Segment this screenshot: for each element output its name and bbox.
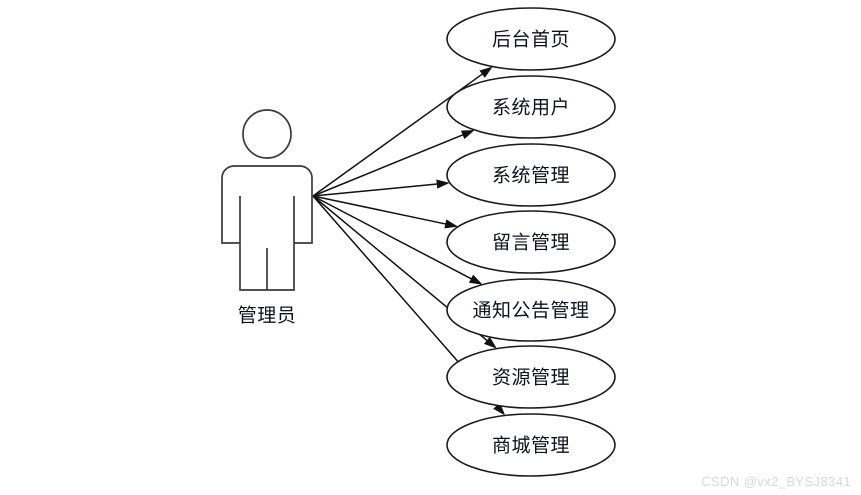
use-case-label: 商城管理 xyxy=(492,435,570,457)
use-case-ellipse xyxy=(446,210,616,274)
association-arrowhead-icon xyxy=(444,219,459,229)
association-arrowhead-icon xyxy=(483,336,497,349)
use-case-label: 留言管理 xyxy=(492,232,570,254)
actor-label: 管理员 xyxy=(238,305,297,327)
use-case-ellipse xyxy=(446,7,616,71)
use-case-label: 通知公告管理 xyxy=(472,300,589,322)
use-case-ellipse xyxy=(446,75,616,139)
association-arrowhead-icon xyxy=(479,66,493,78)
actor-administrator[interactable]: 管理员 xyxy=(221,109,313,327)
use-case-7[interactable]: 商城管理 xyxy=(446,413,616,477)
association-4 xyxy=(312,195,459,229)
use-case-label: 系统用户 xyxy=(492,97,570,119)
use-case-5[interactable]: 通知公告管理 xyxy=(446,278,616,342)
use-case-label: 资源管理 xyxy=(492,367,570,389)
actor-head-icon xyxy=(242,109,292,159)
association-line xyxy=(312,183,440,197)
use-case-ellipse xyxy=(446,413,616,477)
association-arrowhead-icon xyxy=(436,179,450,189)
use-case-6[interactable]: 资源管理 xyxy=(446,345,616,409)
watermark-text: CSDN @vx2_BYSJ8341 xyxy=(701,474,851,489)
use-case-label: 后台首页 xyxy=(492,29,570,51)
use-case-label: 系统管理 xyxy=(492,165,570,187)
use-case-4[interactable]: 留言管理 xyxy=(446,210,616,274)
association-2 xyxy=(312,129,475,197)
actor-torso-icon xyxy=(221,165,313,291)
use-case-ellipse xyxy=(446,143,616,207)
association-line xyxy=(312,195,475,281)
association-line xyxy=(312,133,466,197)
use-case-1[interactable]: 后台首页 xyxy=(446,7,616,71)
use-case-3[interactable]: 系统管理 xyxy=(446,143,616,207)
association-arrowhead-icon xyxy=(460,129,475,140)
association-arrowhead-icon xyxy=(468,274,483,285)
use-case-ellipse xyxy=(446,345,616,409)
use-case-ellipse xyxy=(446,278,616,342)
association-3 xyxy=(312,179,450,197)
association-line xyxy=(312,195,449,226)
association-5 xyxy=(312,195,483,285)
association-arrowhead-icon xyxy=(493,402,506,416)
use-case-2[interactable]: 系统用户 xyxy=(446,75,616,139)
